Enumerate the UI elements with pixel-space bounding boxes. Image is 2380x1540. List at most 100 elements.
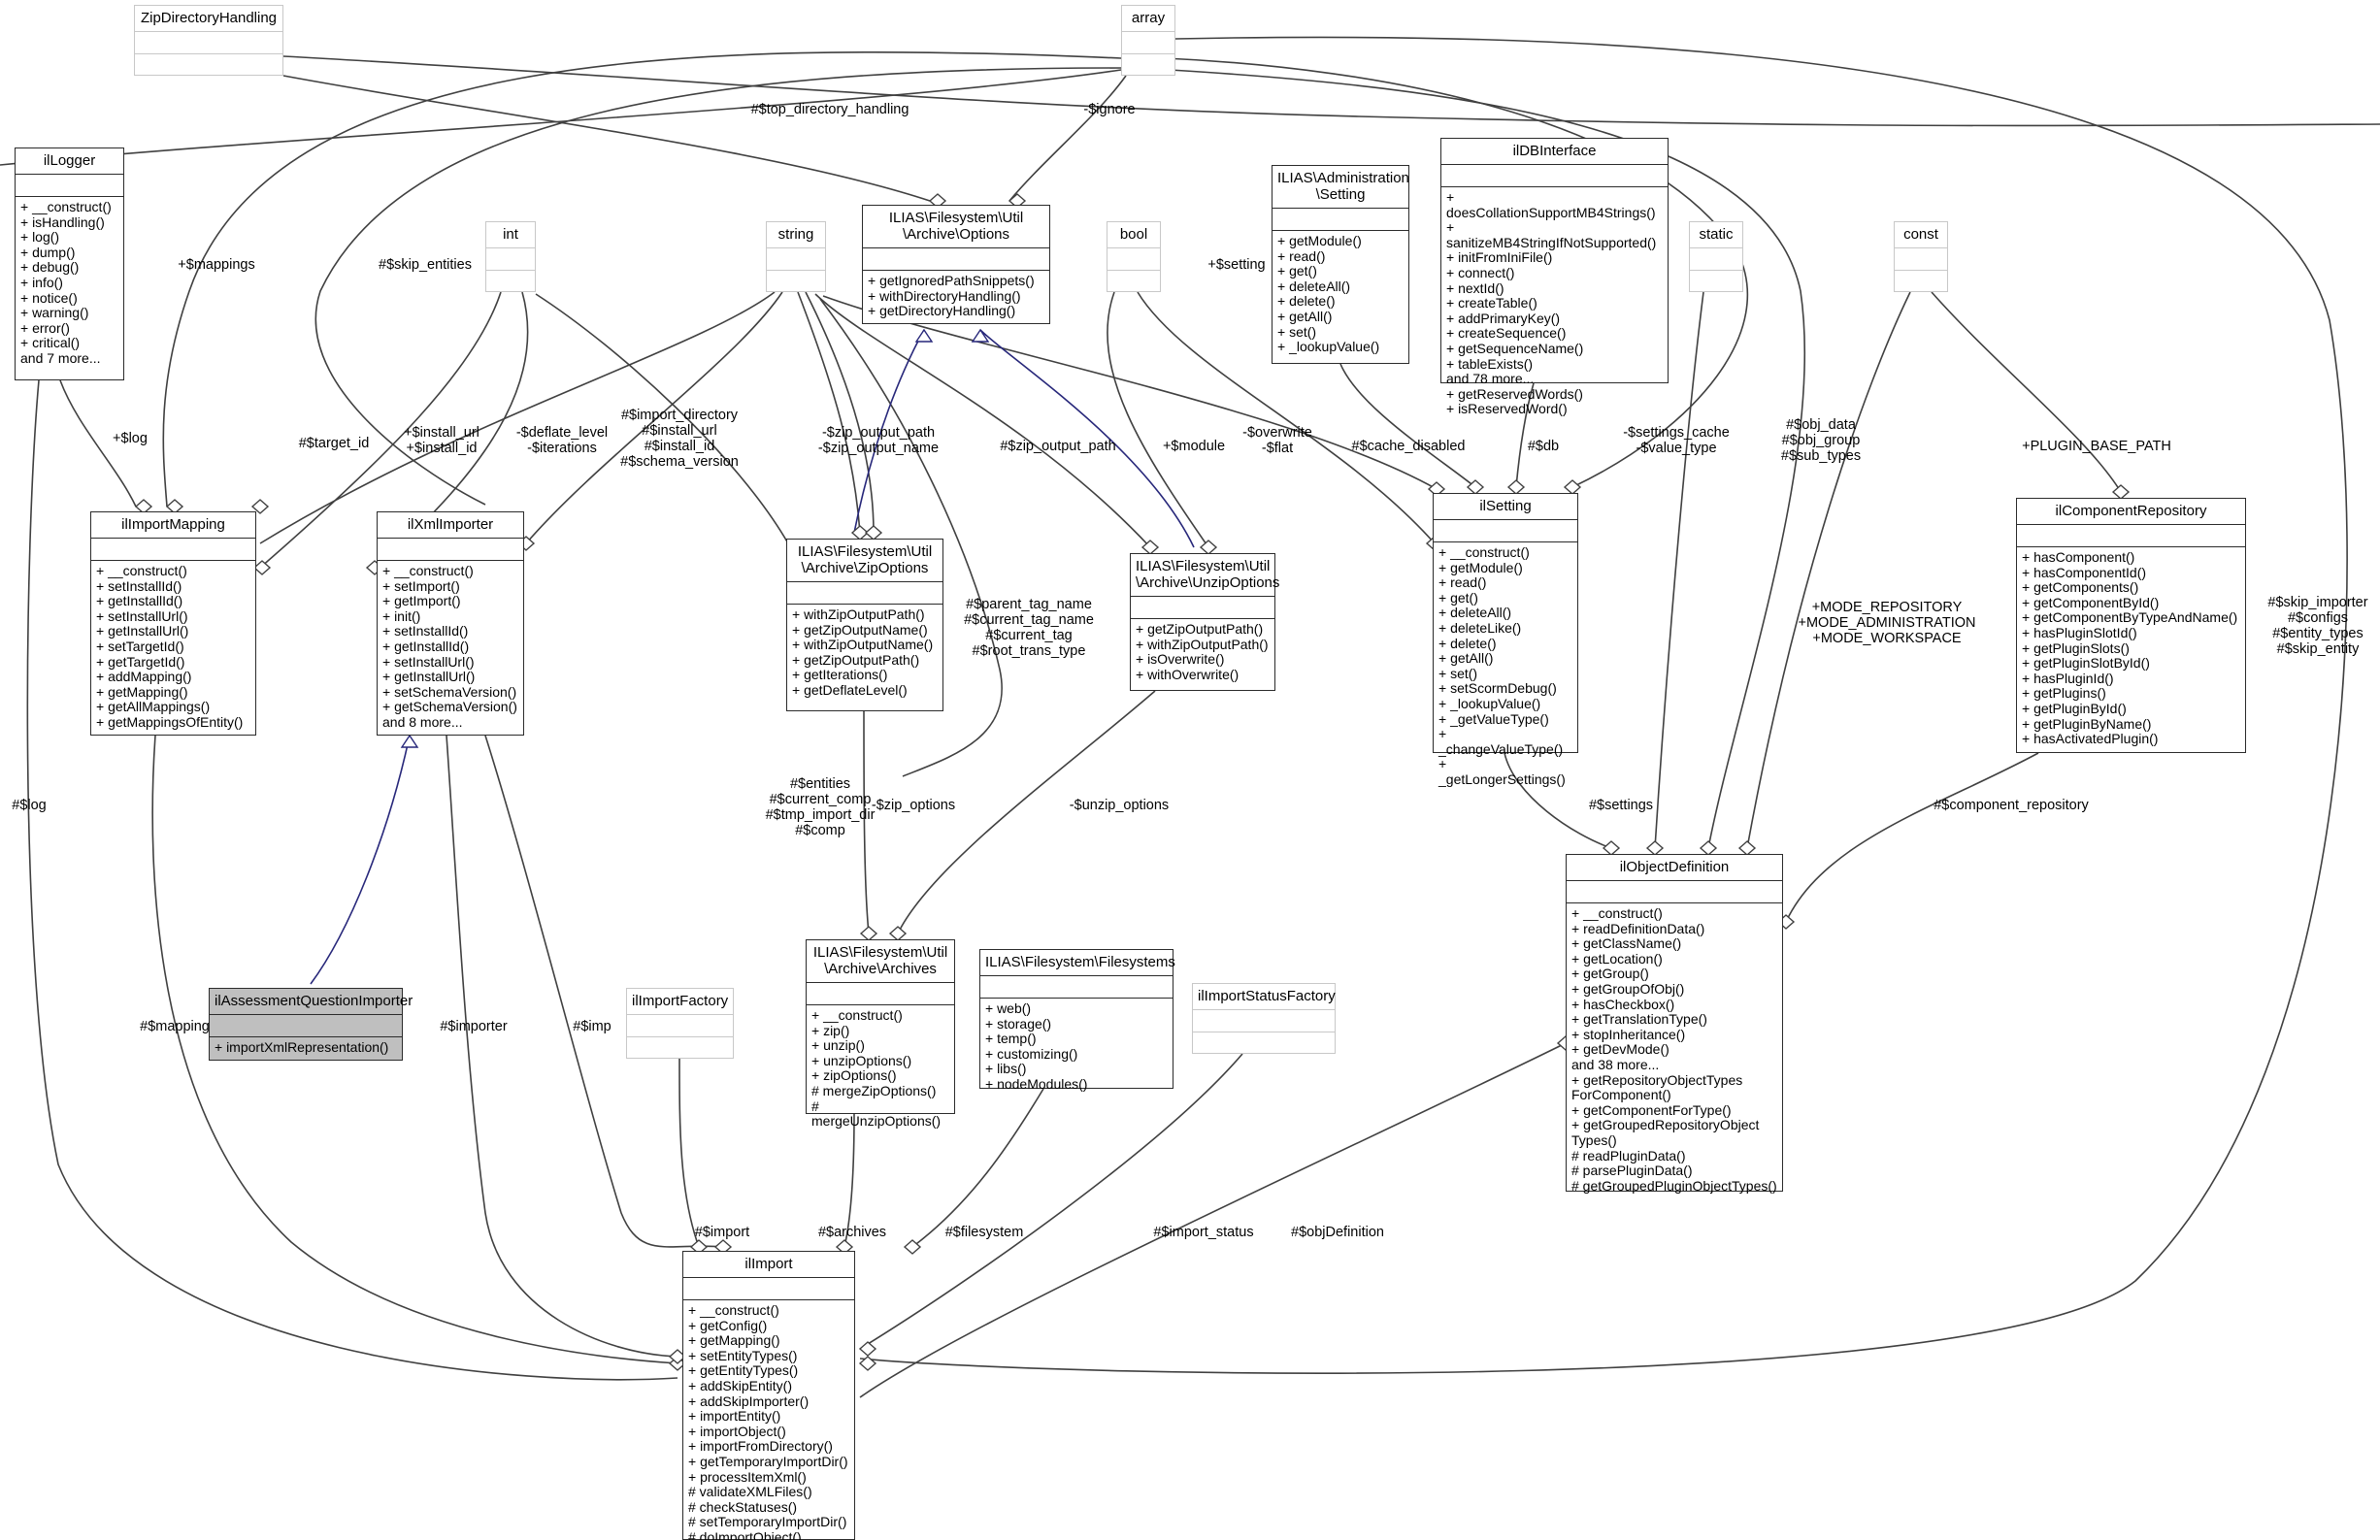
class-title: ilLogger	[16, 148, 123, 175]
edge-label-mappings: +$mappings	[178, 257, 255, 273]
class-operations: + __construct() + setInstallId() + getIn…	[96, 563, 244, 730]
class-node-ilimportfactory[interactable]: ilImportFactory	[626, 988, 734, 1059]
edge-label-zip-output: -$zip_output_path -$zip_output_name	[817, 425, 940, 456]
class-operations: + __construct() + readDefinitionData() +…	[1571, 905, 1777, 1194]
class-node-string[interactable]: string	[766, 221, 826, 292]
class-node-filesystems[interactable]: ILIAS\Filesystem\Filesystems + web() + s…	[979, 949, 1175, 1092]
class-attributes	[2017, 525, 2245, 547]
edge-label-import: #$import	[694, 1225, 750, 1240]
class-attributes	[16, 175, 123, 197]
class-title: string	[767, 222, 825, 248]
class-operations: + __construct() + zip() + unzip() + unzi…	[811, 1007, 942, 1130]
class-node-ilobjectdefinition[interactable]: ilObjectDefinition + __construct() + rea…	[1566, 854, 1783, 1193]
class-node-zipoptions[interactable]: ILIAS\Filesystem\Util \Archive\ZipOption…	[786, 539, 943, 711]
class-title: array	[1122, 6, 1174, 32]
class-node-ilimportmapping[interactable]: ilImportMapping + __construct() + setIns…	[90, 511, 256, 736]
class-node-bool[interactable]: bool	[1107, 221, 1161, 292]
class-title: ilComponentRepository	[2017, 499, 2245, 525]
class-node-int[interactable]: int	[485, 221, 536, 292]
class-attributes	[1434, 520, 1577, 542]
class-attributes	[1690, 248, 1742, 271]
class-node-static[interactable]: static	[1689, 221, 1743, 292]
class-title: ilAssessmentQuestionImporter	[210, 989, 413, 1015]
class-title: ILIAS\Administration \Setting	[1273, 166, 1409, 209]
edge-label-top-directory-handling: #$top_directory_handling	[750, 102, 909, 117]
class-node-illogger[interactable]: ilLogger + __construct() + isHandling() …	[15, 147, 124, 380]
class-attributes	[787, 582, 942, 605]
edge-label-entities: #$entities #$current_comp #$tmp_import_d…	[765, 776, 876, 838]
edge-label-imp: #$imp	[573, 1019, 612, 1034]
class-node-ilcomponentrepository[interactable]: ilComponentRepository + hasComponent() +…	[2016, 498, 2246, 753]
class-attributes	[135, 32, 282, 54]
class-attributes	[1567, 881, 1782, 903]
class-title: ZipDirectoryHandling	[135, 6, 282, 32]
class-attributes	[627, 1015, 733, 1037]
class-node-ilsetting[interactable]: ilSetting + __construct() + getModule() …	[1433, 493, 1578, 787]
class-operations: + __construct() + setImport() + getImpor…	[382, 563, 517, 730]
class-title: ILIAS\Filesystem\Filesystems	[980, 950, 1175, 976]
edge-label-skip-entities: #$skip_entities	[379, 257, 472, 273]
class-node-zipdirectoryhandling[interactable]: ZipDirectoryHandling	[134, 5, 283, 76]
edge-label-parent-tag: #$parent_tag_name #$current_tag_name #$c…	[964, 597, 1094, 659]
edge-label-cache-disabled: #$cache_disabled	[1351, 439, 1466, 454]
edge-label-skip-importer: #$skip_importer #$configs #$entity_types…	[2267, 595, 2368, 657]
class-operations: + hasComponent() + hasComponentId() + ge…	[2022, 549, 2238, 747]
edge-label-filesystem: #$filesystem	[944, 1225, 1024, 1240]
class-title: ILIAS\Filesystem\Util \Archive\Options	[863, 206, 1049, 248]
class-title: ILIAS\Filesystem\Util \Archive\UnzipOpti…	[1131, 554, 1279, 597]
class-title: ilImport	[683, 1252, 854, 1278]
class-operations	[486, 271, 535, 297]
class-title: bool	[1107, 222, 1160, 248]
class-operations: + getModule() + read() + get() + deleteA…	[1277, 233, 1380, 355]
class-title: ilObjectDefinition	[1567, 855, 1782, 881]
edge-label-target-id: #$target_id	[298, 436, 370, 451]
class-operations: + importXmlRepresentation()	[215, 1039, 389, 1055]
class-attributes	[1131, 597, 1274, 619]
class-title: const	[1895, 222, 1947, 248]
class-node-array[interactable]: array	[1121, 5, 1175, 76]
class-operations	[767, 271, 825, 297]
edge-label-setting: +$setting	[1207, 257, 1266, 273]
class-node-administration-setting[interactable]: ILIAS\Administration \Setting + getModul…	[1272, 165, 1409, 364]
class-operations: + getIgnoredPathSnippets() + withDirecto…	[868, 273, 1035, 319]
class-operations	[1107, 271, 1160, 297]
class-node-const[interactable]: const	[1894, 221, 1948, 292]
class-attributes	[1273, 209, 1408, 231]
class-operations	[1193, 1032, 1335, 1059]
edge-label-import-status: #$import_status	[1153, 1225, 1254, 1240]
class-operations: + withZipOutputPath() + getZipOutputName…	[792, 606, 934, 698]
edge-label-settings: #$settings	[1588, 798, 1654, 813]
edge-label-db: #$db	[1527, 439, 1560, 454]
edge-label-mapping: #$mapping	[140, 1019, 210, 1034]
edge-label-zip-options: -$zip_options	[871, 798, 956, 813]
class-node-ilimportstatusfactory[interactable]: ilImportStatusFactory	[1192, 983, 1336, 1054]
class-title: ilImportFactory	[627, 989, 733, 1015]
edge-label-overwrite-flat: -$overwrite -$flat	[1242, 425, 1312, 456]
class-attributes	[1122, 32, 1174, 54]
class-node-archives[interactable]: ILIAS\Filesystem\Util \Archive\Archives …	[806, 939, 955, 1129]
class-title: ilImportMapping	[91, 512, 255, 539]
class-node-ilimport[interactable]: ilImport + __construct() + getConfig() +…	[682, 1251, 855, 1540]
class-node-ilxmlimporter[interactable]: ilXmlImporter + __construct() + setImpor…	[377, 511, 524, 736]
class-title: ilSetting	[1434, 494, 1577, 520]
class-attributes	[1895, 248, 1947, 271]
class-title: static	[1690, 222, 1742, 248]
class-node-unzipoptions[interactable]: ILIAS\Filesystem\Util \Archive\UnzipOpti…	[1130, 553, 1279, 691]
edge-label-ignore: -$ignore	[1083, 102, 1136, 117]
class-operations	[1122, 54, 1174, 81]
class-node-ilassessmentquestionimporter[interactable]: ilAssessmentQuestionImporter + importXml…	[209, 988, 413, 1061]
class-operations	[1690, 271, 1742, 297]
class-attributes	[91, 539, 255, 561]
edge-label-settings-cache: -$settings_cache -$value_type	[1623, 425, 1730, 456]
class-attributes	[980, 976, 1173, 999]
class-title: ilDBInterface	[1441, 139, 1668, 165]
class-attributes	[767, 248, 825, 271]
class-node-options[interactable]: ILIAS\Filesystem\Util \Archive\Options +…	[862, 205, 1050, 324]
class-title: ilXmlImporter	[378, 512, 523, 539]
edge-label-obj-definition: #$objDefinition	[1291, 1225, 1384, 1240]
class-operations	[1895, 271, 1947, 297]
edge-label-import-directory: #$import_directory #$install_url #$insta…	[620, 408, 739, 470]
class-node-ildbinterface[interactable]: ilDBInterface + doesCollationSupportMB4S…	[1440, 138, 1669, 416]
class-title: ILIAS\Filesystem\Util \Archive\ZipOption…	[787, 540, 942, 582]
